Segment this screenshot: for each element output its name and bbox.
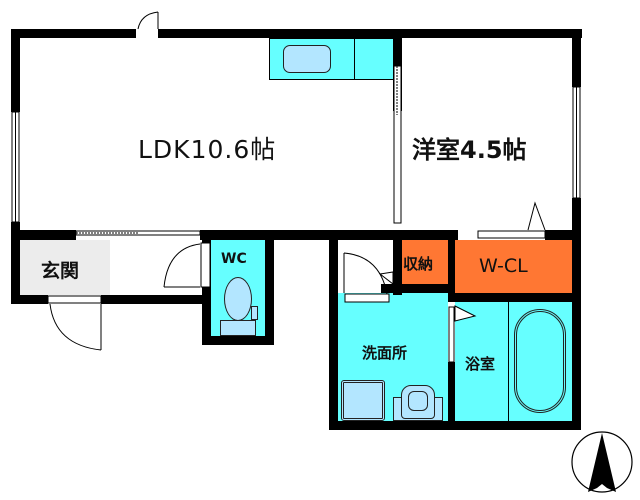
wall-top-ldk2: [158, 29, 264, 38]
wall-bottom: [329, 421, 581, 430]
washing-machine-icon: [341, 380, 385, 421]
bathroom-label: 浴室: [465, 355, 496, 373]
north-arrow-icon: [571, 431, 633, 493]
storage-floor: [402, 240, 448, 284]
entrance-label: 玄関: [41, 260, 80, 282]
wall-right-bottom: [572, 198, 581, 430]
wall-wash-left: [329, 233, 338, 430]
entrance-door-swing: [49, 303, 102, 351]
wall-left-bottom: [11, 222, 20, 304]
wall-western-bottom2: [545, 230, 581, 240]
wall-wcl-bottom: [448, 293, 581, 302]
wall-ldk-bottom-left: [11, 230, 76, 240]
wall-entrance-bottom: [11, 295, 48, 304]
wall-wc-right: [265, 240, 274, 345]
entrance-floor: [20, 240, 110, 295]
western-room-label: 洋室4.5帖: [412, 136, 527, 164]
washroom-label: 洗面所: [362, 344, 408, 362]
bathtub-icon: [514, 309, 566, 413]
wall-storage-left: [393, 240, 402, 295]
washbasin-bowl: [401, 385, 435, 419]
wall-wc-bottom: [202, 336, 274, 345]
storage-label: 収納: [403, 255, 434, 273]
wc-label: WC: [221, 251, 247, 267]
wcl-label: W-CL: [479, 255, 528, 277]
wall-bath-left: [448, 362, 455, 430]
toilet-tank: [220, 320, 256, 336]
wall-top-right: [264, 29, 582, 38]
wall-wc-left: [202, 240, 211, 345]
wcl-floor: [455, 240, 572, 293]
top-door-swing: [137, 11, 159, 30]
wall-entrance-bottom2: [101, 295, 211, 304]
wc-door-swing: [163, 243, 201, 288]
wall-right-top: [572, 29, 581, 87]
toilet-icon: [224, 277, 252, 321]
wall-ldk-bottom-right: [200, 230, 402, 240]
bathroom-divider: [508, 302, 509, 421]
counter-divider: [354, 38, 355, 80]
sink-icon: [283, 45, 331, 73]
wall-top-ldk: [11, 29, 136, 38]
ldk-label: LDK10.6帖: [138, 135, 277, 164]
washbasin-inner: [408, 391, 428, 411]
wall-western-bottom: [393, 230, 458, 240]
bath-door-triangle: [454, 305, 477, 322]
wall-left-top: [11, 29, 20, 112]
washroom-door-swing: [343, 252, 388, 295]
wall-storage-right: [448, 240, 455, 302]
wall-storage-bottom: [381, 284, 455, 293]
toilet-handle: [251, 306, 258, 320]
